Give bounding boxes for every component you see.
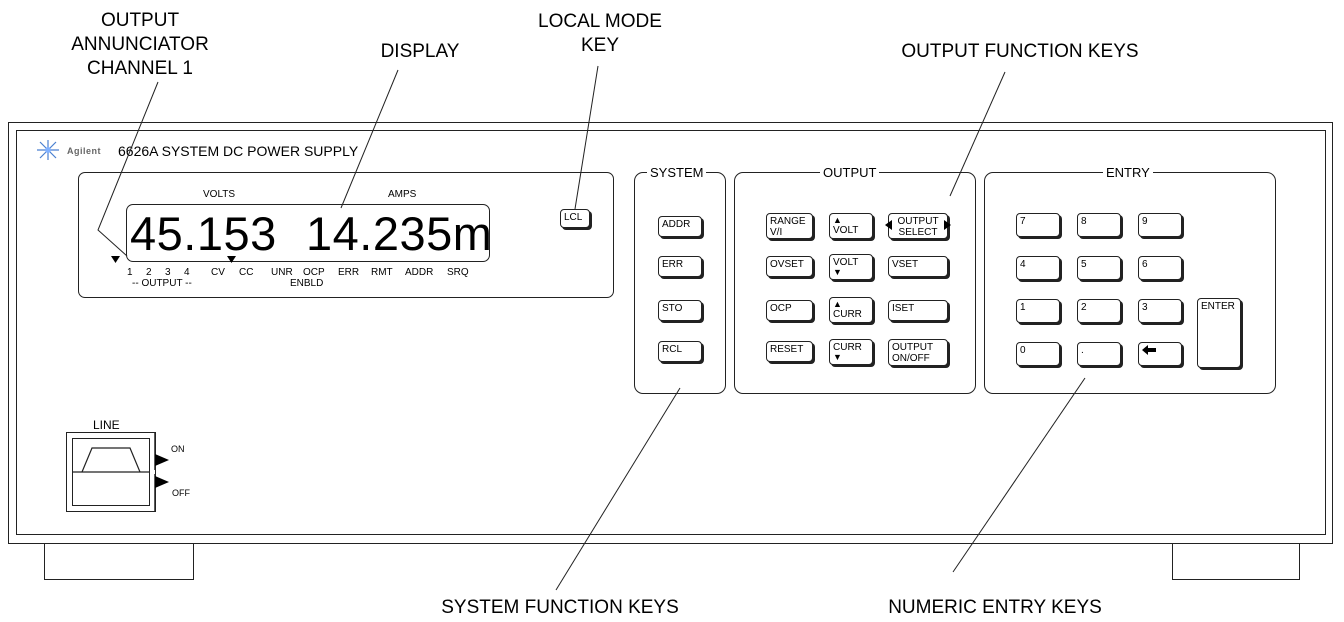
callout-output-function-keys: OUTPUT FUNCTION KEYS xyxy=(901,41,1139,62)
enbld-caption: ENBLD xyxy=(290,278,324,289)
annunciator-3: 3 xyxy=(165,267,171,278)
key-3[interactable]: 3 xyxy=(1138,299,1182,323)
volt-up-button[interactable]: ▲ VOLT xyxy=(829,213,873,239)
on-off-indicator-icons xyxy=(154,432,169,512)
up-triangle-icon: ▲ xyxy=(833,299,842,309)
rocker-switch-icon xyxy=(72,447,150,473)
amps-readout: 14.235m xyxy=(306,207,493,260)
foot-left xyxy=(44,544,194,580)
annunciator-err: ERR xyxy=(338,267,360,278)
entry-group-title: ENTRY xyxy=(1103,166,1153,180)
line-switch-frame xyxy=(66,432,156,512)
addr-button[interactable]: ADDR xyxy=(658,216,702,237)
output-1-annunciator-marker xyxy=(111,256,120,263)
callout-display: DISPLAY xyxy=(380,41,460,62)
cv-annunciator-marker xyxy=(227,256,236,263)
key-2[interactable]: 2 xyxy=(1077,299,1121,323)
rcl-button[interactable]: RCL xyxy=(658,341,702,362)
output-onoff-button[interactable]: OUTPUT ON/OFF xyxy=(888,339,948,366)
output-caption: -- OUTPUT -- xyxy=(132,278,192,289)
key-0[interactable]: 0 xyxy=(1016,342,1060,366)
annunciator-4: 4 xyxy=(184,267,190,278)
range-label: RANGE xyxy=(770,216,806,227)
key-1[interactable]: 1 xyxy=(1016,299,1060,323)
output-group-title: OUTPUT xyxy=(820,166,880,180)
callout-local-mode-key: LOCAL MODE KEY xyxy=(538,11,662,56)
agilent-spark-logo xyxy=(37,140,59,160)
down-triangle-icon: ▼ xyxy=(833,267,842,277)
vi-label: V/I xyxy=(770,227,783,238)
up-triangle-icon: ▲ xyxy=(833,215,842,225)
vset-button[interactable]: VSET xyxy=(888,256,948,277)
volts-readout: 45.153 xyxy=(130,207,277,260)
key-4[interactable]: 4 xyxy=(1016,256,1060,280)
down-triangle-icon: ▼ xyxy=(833,352,842,362)
enter-button[interactable]: ENTER xyxy=(1197,298,1241,368)
reset-button[interactable]: RESET xyxy=(766,341,813,362)
curr-up-button[interactable]: ▲ CURR xyxy=(829,297,873,323)
amps-label: AMPS xyxy=(388,189,417,200)
annunciator-2: 2 xyxy=(146,267,152,278)
annunciator-cv: CV xyxy=(211,267,225,278)
brand-name: Agilent xyxy=(67,146,101,156)
range-vi-button[interactable]: RANGE V/I xyxy=(766,213,813,239)
annunciator-ocp: OCP xyxy=(303,267,325,278)
local-button[interactable]: LCL xyxy=(560,209,590,228)
ovset-button[interactable]: OVSET xyxy=(766,256,813,277)
annunciator-srq: SRQ xyxy=(447,267,469,278)
key-5[interactable]: 5 xyxy=(1077,256,1121,280)
err-button[interactable]: ERR xyxy=(658,256,702,277)
curr-down-button[interactable]: CURR ▼ xyxy=(829,339,873,365)
callout-numeric-entry-keys: NUMERIC ENTRY KEYS xyxy=(888,597,1102,618)
key-8[interactable]: 8 xyxy=(1077,213,1121,237)
callout-output-annunciator: OUTPUT ANNUNCIATOR CHANNEL 1 xyxy=(71,10,209,79)
output-select-arrows-icon xyxy=(885,220,951,230)
left-arrow-icon xyxy=(1142,345,1156,355)
backspace-button[interactable] xyxy=(1138,342,1182,366)
sto-button[interactable]: STO xyxy=(658,300,702,321)
on-label: ON xyxy=(171,444,185,454)
annunciator-unr: UNR xyxy=(271,267,293,278)
system-group-title: SYSTEM xyxy=(647,166,707,180)
foot-right xyxy=(1172,544,1300,580)
volt-down-button[interactable]: VOLT ▼ xyxy=(829,254,873,280)
annunciator-markers xyxy=(111,256,236,263)
key-9[interactable]: 9 xyxy=(1138,213,1182,237)
line-label: LINE xyxy=(93,418,120,432)
iset-button[interactable]: ISET xyxy=(888,300,948,321)
volts-label: VOLTS xyxy=(203,189,236,200)
off-label: OFF xyxy=(172,488,190,498)
annunciator-1: 1 xyxy=(127,267,133,278)
ocp-button[interactable]: OCP xyxy=(766,300,813,321)
callout-system-function-keys: SYSTEM FUNCTION KEYS xyxy=(441,597,679,618)
key-decimal[interactable]: . xyxy=(1077,342,1121,366)
annunciator-addr: ADDR xyxy=(405,267,434,278)
key-7[interactable]: 7 xyxy=(1016,213,1060,237)
model-title: 6626A SYSTEM DC POWER SUPPLY xyxy=(118,143,359,159)
key-6[interactable]: 6 xyxy=(1138,256,1182,280)
annunciator-rmt: RMT xyxy=(371,267,393,278)
annunciator-cc: CC xyxy=(239,267,254,278)
